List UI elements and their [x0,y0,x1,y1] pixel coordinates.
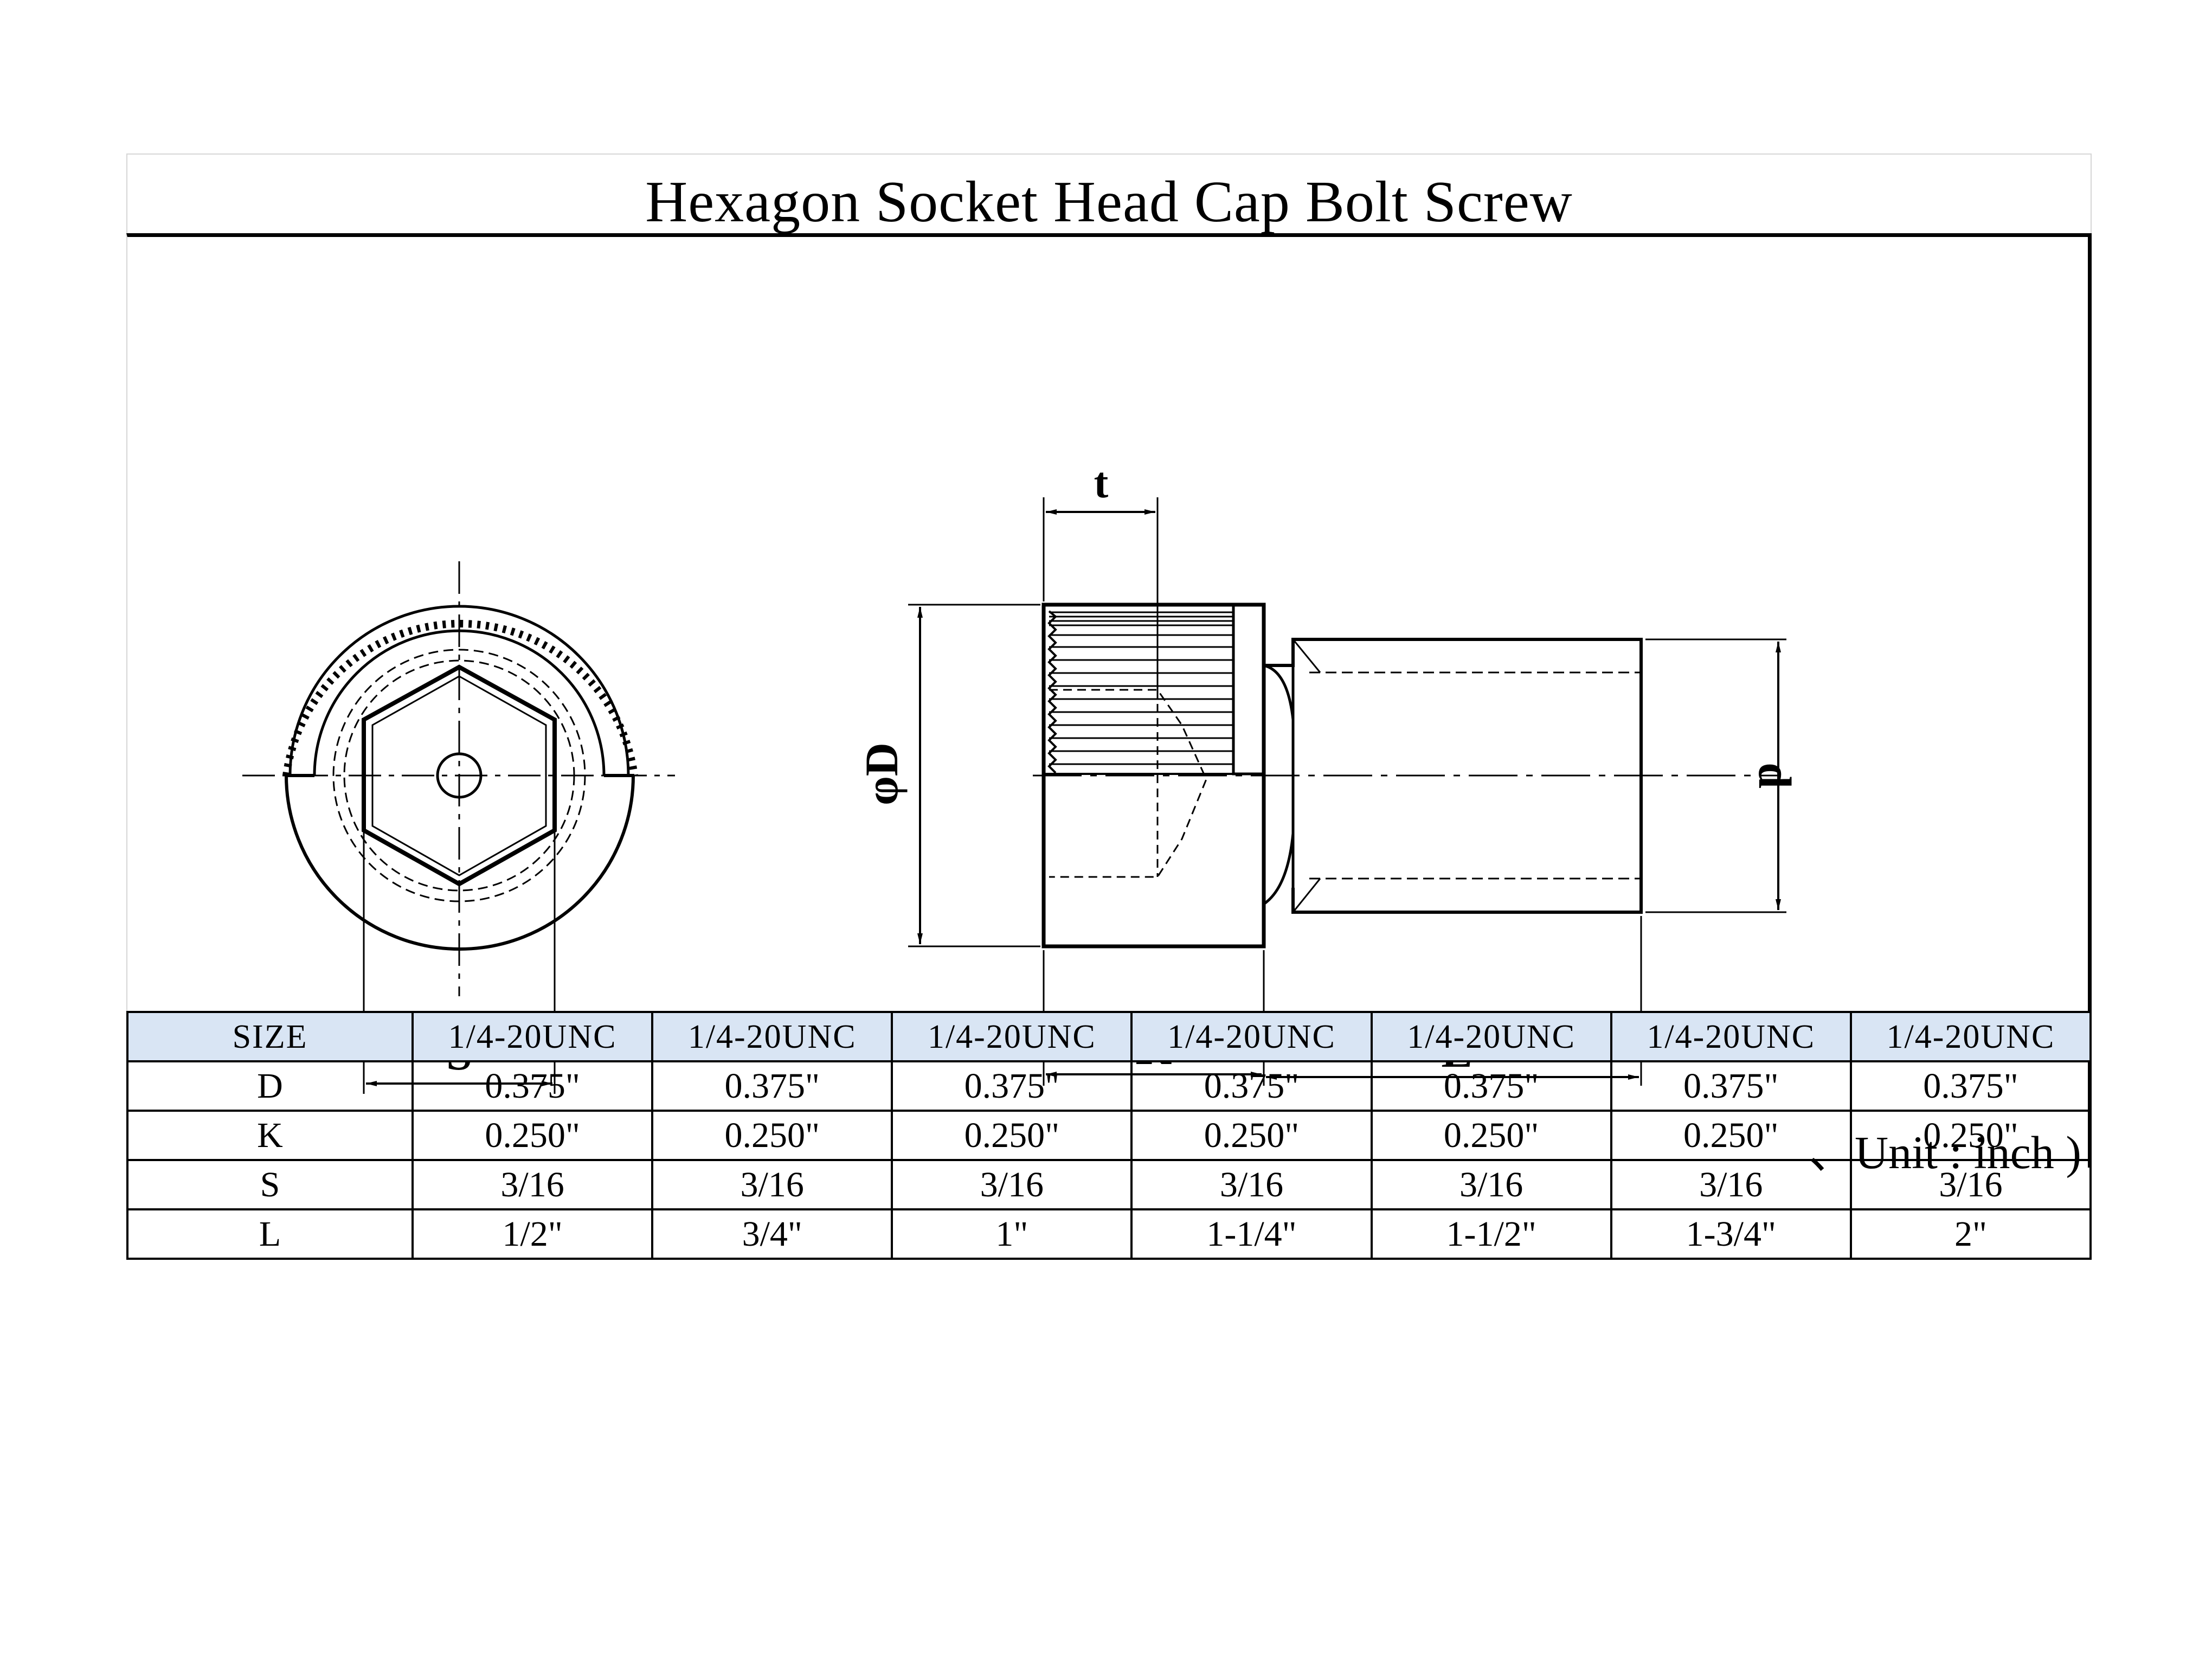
header-cell: SIZE [126,1011,414,1062]
knurl-edge [282,619,638,776]
neck-fillet [1263,664,1295,906]
table-row: K 0.250" 0.250" 0.250" 0.250" 0.250" 0.2… [126,1110,2092,1161]
table-cell: 0.250" [1130,1110,1373,1161]
center-hole [436,752,483,799]
table-cell: 0.250" [411,1110,654,1161]
header-cell: 1/4-20UNC [651,1011,893,1062]
header-cell: 1/4-20UNC [1849,1011,2092,1062]
dim-label-t: t [1094,459,1109,507]
table-cell: 0.250" [1610,1110,1852,1161]
technical-drawing: S [242,459,1801,1094]
title-bar: Hexagon Socket Head Cap Bolt Screw [126,153,2092,233]
table-row: D 0.375" 0.375" 0.375" 0.375" 0.375" 0.3… [126,1060,2092,1112]
table-row: L 1/2" 3/4" 1" 1-1/4" 1-1/2" 1-3/4" 2" [126,1208,2092,1260]
table-cell: 3/16 [411,1159,654,1210]
table-cell: 0.375" [1610,1060,1852,1112]
screw-head [1041,603,1266,949]
knurl-pattern [1049,611,1233,765]
dim-label-d-head: φD [856,742,908,805]
hex-socket [362,664,557,887]
table-cell: 3/4" [651,1208,893,1260]
spec-sheet: Hexagon Socket Head Cap Bolt Screw [126,153,2092,1264]
table-cell: 0.250" [651,1110,893,1161]
table-cell: 1-1/2" [1370,1208,1612,1260]
table-cell: 0.375" [411,1060,654,1112]
page-title: Hexagon Socket Head Cap Bolt Screw [645,169,1573,234]
table-cell: 0.375" [1130,1060,1373,1112]
table-row: S 3/16 3/16 3/16 3/16 3/16 3/16 3/16 [126,1159,2092,1210]
table-cell: 1-1/4" [1130,1208,1373,1260]
table-cell: 3/16 [651,1159,893,1210]
table-cell: 0.250" [1370,1110,1612,1161]
hidden-circle-inner [343,659,575,892]
hidden-socket [1049,689,1207,878]
header-cell: 1/4-20UNC [1370,1011,1612,1062]
side-view [908,497,1786,1086]
table-cell: 3/16 [1849,1159,2092,1210]
table-cell: 0.375" [1370,1060,1612,1112]
spec-table: SIZE 1/4-20UNC 1/4-20UNC 1/4-20UNC 1/4-2… [126,1011,2092,1260]
table-cell: 3/16 [1370,1159,1612,1210]
table-cell: 0.375" [651,1060,893,1112]
row-label: S [126,1159,414,1210]
dim-label-d-shank: d [1749,762,1801,789]
row-label: L [126,1208,414,1260]
table-cell: 0.250" [891,1110,1133,1161]
header-cell: 1/4-20UNC [1130,1011,1373,1062]
table-cell: 1/2" [411,1208,654,1260]
table-cell: 2" [1849,1208,2092,1260]
header-cell: 1/4-20UNC [891,1011,1133,1062]
table-cell: 1-3/4" [1610,1208,1852,1260]
outer-head-circle [288,605,630,776]
header-cell: 1/4-20UNC [411,1011,654,1062]
table-cell: 3/16 [1610,1159,1852,1210]
header-cell: 1/4-20UNC [1610,1011,1852,1062]
table-header-row: SIZE 1/4-20UNC 1/4-20UNC 1/4-20UNC 1/4-2… [126,1011,2092,1062]
shoulder-arc [313,629,606,776]
table-cell: 0.375" [1849,1060,2092,1112]
row-label: D [126,1060,414,1112]
table-cell: 0.250" [1849,1110,2092,1161]
head-outline [285,775,635,951]
table-cell: 0.375" [891,1060,1133,1112]
table-cell: 3/16 [891,1159,1133,1210]
table-cell: 1" [891,1208,1133,1260]
end-view [242,561,675,1094]
hidden-circle-outer [332,649,586,902]
table-cell: 3/16 [1130,1159,1373,1210]
row-label: K [126,1110,414,1161]
